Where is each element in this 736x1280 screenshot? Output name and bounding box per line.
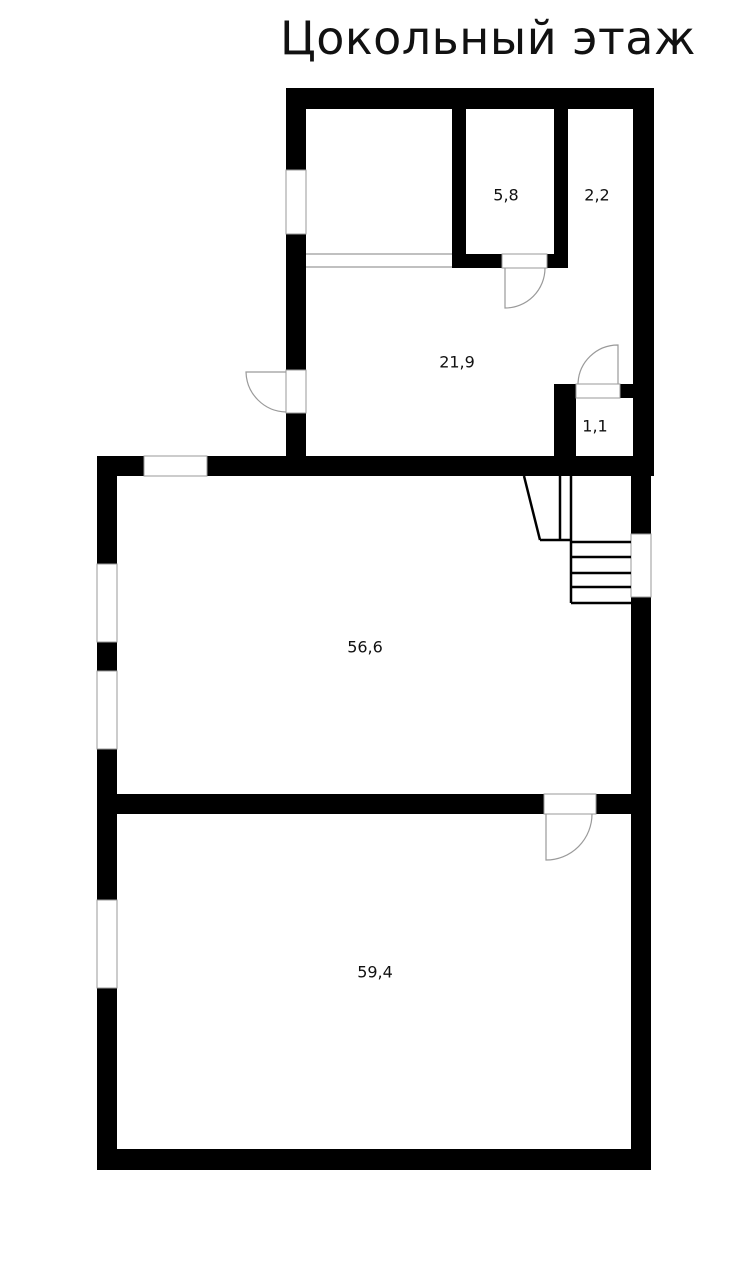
- window-entrance: [285, 369, 307, 414]
- lower-windows: [96, 455, 652, 989]
- thin-partition: [306, 253, 452, 268]
- door-openings: [501, 253, 621, 815]
- window-left-2: [96, 670, 118, 750]
- window-right: [630, 533, 652, 598]
- room-area-storage: 5,8: [493, 185, 519, 205]
- window-upper-left: [285, 169, 307, 235]
- lower-block-walls: [97, 456, 654, 1170]
- floor-title: Цокольный этаж: [280, 11, 696, 65]
- upper-wing-walls: [286, 88, 654, 475]
- window-left-1: [96, 563, 118, 643]
- upper-windows: [285, 169, 307, 414]
- door-swing-storage: [504, 267, 546, 309]
- room-area-closet: 2,2: [584, 185, 610, 205]
- staircase: [522, 475, 631, 605]
- window-top: [143, 455, 208, 477]
- door-swing-entrance: [245, 371, 287, 413]
- room-area-main: 56,6: [347, 637, 383, 657]
- door-swing-wc: [577, 344, 619, 385]
- window-left-3: [96, 899, 118, 989]
- door-swing-middle: [545, 813, 593, 861]
- door-swings: [245, 267, 619, 861]
- room-area-lower: 59,4: [357, 962, 393, 982]
- room-area-hall: 21,9: [439, 352, 475, 372]
- room-area-wc: 1,1: [582, 416, 608, 436]
